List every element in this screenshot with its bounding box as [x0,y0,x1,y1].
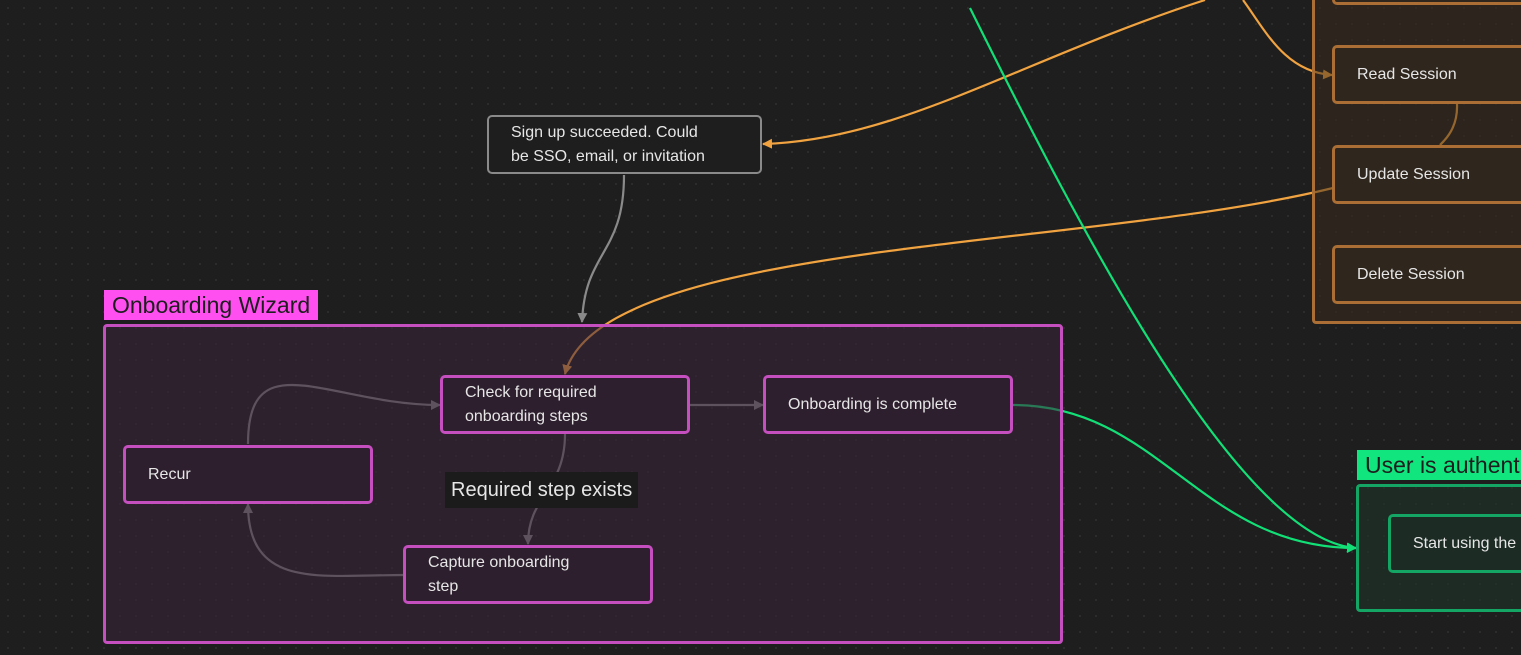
authenticated-group-label[interactable]: User is authent [1357,450,1521,480]
edge-offscreen-to-signup [762,0,1206,149]
onboarding-group-label[interactable]: Onboarding Wizard [104,290,319,320]
node-session-offscreen[interactable] [1332,0,1521,5]
edge-complete-to-authenticated [1012,403,1357,553]
edge-signup-to-wizard [577,174,626,323]
node-read-session[interactable]: Read Session [1332,45,1521,104]
node-check-required-steps[interactable]: Check for required onboarding steps [440,375,690,434]
node-onboarding-complete[interactable]: Onboarding is complete [763,375,1013,434]
node-start-using[interactable]: Start using the [1388,514,1521,573]
edge-label-required-step-exists: Required step exists [445,472,639,508]
node-recur[interactable]: Recur [123,445,373,504]
node-signup-succeeded[interactable]: Sign up succeeded. Could be SSO, email, … [487,115,762,174]
node-delete-session[interactable]: Delete Session [1332,245,1521,304]
node-capture-onboarding-step[interactable]: Capture onboarding step [403,545,653,604]
node-update-session[interactable]: Update Session [1332,145,1521,204]
